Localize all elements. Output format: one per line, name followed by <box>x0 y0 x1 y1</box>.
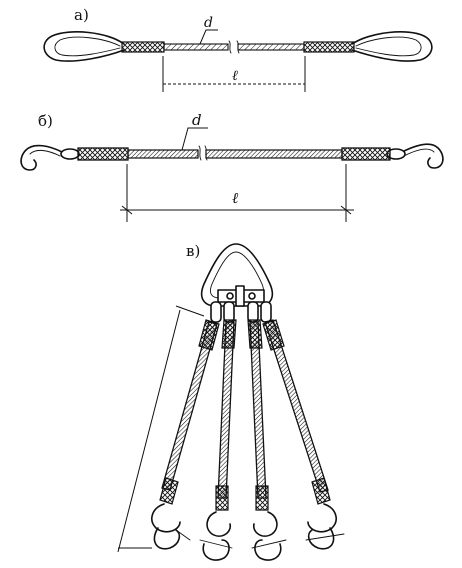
rope-segment-right <box>237 43 305 51</box>
figure-b-diameter-label: d <box>192 111 202 129</box>
sub-link-1 <box>210 301 222 323</box>
left-hook <box>20 144 63 171</box>
figure-b-label: б) <box>38 112 53 130</box>
figure-a-diameter-label: d <box>204 15 213 31</box>
right-eye-loop <box>351 31 433 62</box>
figure-c-label: в) <box>186 242 200 260</box>
right-splice-b <box>341 147 391 161</box>
sub-link-3 <box>247 301 259 323</box>
rope-b-left <box>127 149 199 159</box>
sub-link-2 <box>223 301 235 323</box>
figure-a-length-label: ℓ <box>232 68 238 84</box>
left-thimble <box>60 148 80 160</box>
figure-b-length-label: ℓ <box>232 189 238 207</box>
leg-1 <box>151 319 220 550</box>
rope-b-right <box>205 149 343 159</box>
sub-link-4 <box>260 301 272 323</box>
figure-a: а) d ℓ <box>43 6 433 92</box>
left-splice-b <box>77 147 129 161</box>
figure-a-label: а) <box>74 6 89 24</box>
left-eye-loop <box>43 31 125 62</box>
leg-2 <box>199 319 237 561</box>
rope-segment-left <box>163 43 229 51</box>
figure-c: в) <box>117 242 345 561</box>
right-hook <box>401 143 444 169</box>
left-splice <box>121 41 165 53</box>
leg-4 <box>262 319 345 550</box>
right-splice <box>303 41 355 53</box>
figure-b: б) d ℓ <box>20 111 444 222</box>
leg-3 <box>247 319 287 561</box>
